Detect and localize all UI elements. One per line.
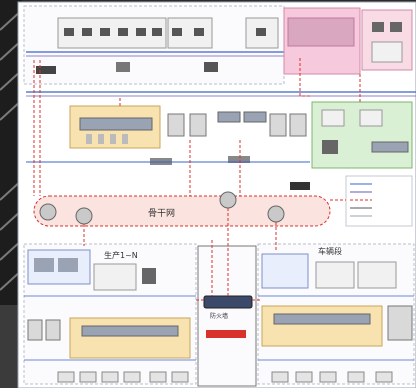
red-dashed-links	[33, 58, 361, 301]
left-photo-strip	[0, 0, 23, 388]
center-device-label: 防火墙	[210, 312, 228, 320]
firewall-device	[203, 295, 253, 309]
display-wall-zone	[283, 7, 413, 75]
workshop-right-title: 车辆段	[318, 246, 342, 256]
workstation-group-2	[167, 17, 213, 49]
server-row-zone	[26, 91, 416, 190]
control-center-zone	[23, 5, 300, 85]
workshop-left-title: 生产1~N	[104, 250, 138, 260]
legend-block	[345, 175, 413, 227]
plc-rack-left	[69, 317, 191, 359]
backbone-label: 骨干网	[148, 208, 175, 219]
workstation-group-1	[57, 17, 167, 49]
plc-rack-right	[261, 305, 383, 347]
blue-links	[24, 295, 414, 361]
center-firewall-zone: 防火墙	[197, 245, 257, 387]
workshop-right-zone: 车辆段	[257, 243, 415, 385]
workshop-left-zone: 生产1~N	[23, 243, 197, 385]
backbone-network: 骨干网	[33, 191, 331, 227]
